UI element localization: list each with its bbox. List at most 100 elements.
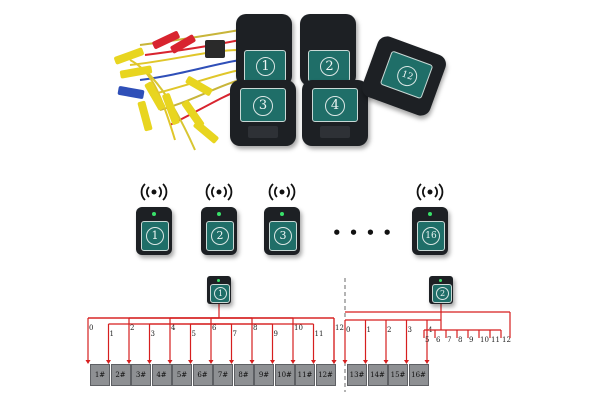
module-box-2: 2 xyxy=(300,14,356,86)
channel-label: 9 xyxy=(274,330,278,338)
wire-arrow xyxy=(311,360,316,364)
wire-arrow xyxy=(383,360,389,364)
receiver-module: 1 xyxy=(207,276,231,304)
status-led xyxy=(217,212,221,216)
status-led xyxy=(152,212,156,216)
wire-arrow xyxy=(424,360,430,364)
wireless-signal-icon xyxy=(416,183,444,201)
battery-cell: 16# xyxy=(408,364,429,386)
battery-cell: 8# xyxy=(233,364,254,386)
wire-arrow xyxy=(342,360,348,364)
module-label: 2 xyxy=(206,221,234,251)
channel-label: 0 xyxy=(89,324,93,332)
module-number: 1 xyxy=(146,227,164,245)
wire-arrow xyxy=(208,360,214,364)
battery-cell: 12# xyxy=(315,364,336,386)
channel-label: 5 xyxy=(425,336,429,344)
wire-arrow xyxy=(167,360,173,364)
channel-label: 11 xyxy=(315,330,324,338)
wire-arrow xyxy=(106,360,111,364)
wireless-module: 16 xyxy=(412,207,448,255)
channel-label: 5 xyxy=(192,330,196,338)
wireless-signal-icon xyxy=(140,183,168,201)
channel-label: 10 xyxy=(294,324,303,332)
module-number: 1 xyxy=(256,57,275,76)
battery-cell: 10# xyxy=(274,364,295,386)
wire-arrow xyxy=(363,360,368,364)
module-label: 3 xyxy=(269,221,297,251)
module-box-3: 3 xyxy=(230,80,296,146)
wire-arrow xyxy=(85,360,91,364)
module-label: 2 xyxy=(308,50,350,82)
battery-cell: 13# xyxy=(347,364,367,386)
wire-arrow xyxy=(249,360,255,364)
channel-label: 3 xyxy=(151,330,155,338)
status-led xyxy=(428,212,432,216)
battery-cell: 5# xyxy=(172,364,192,386)
channel-label: 0 xyxy=(346,326,350,334)
status-led xyxy=(217,279,220,282)
wireless-signal-icon xyxy=(205,183,233,201)
channel-label: 8 xyxy=(253,324,257,332)
wire-arrow xyxy=(270,360,275,364)
module-label: 1 xyxy=(210,284,230,303)
battery-cell: 1# xyxy=(90,364,110,386)
channel-label: 2 xyxy=(387,326,391,334)
channel-label: 2 xyxy=(130,324,134,332)
db-connector xyxy=(248,126,278,138)
channel-label: 4 xyxy=(171,324,176,332)
status-led xyxy=(280,212,284,216)
battery-cell: 6# xyxy=(192,364,213,386)
battery-cell: 3# xyxy=(131,364,151,386)
module-label: 1 xyxy=(141,221,169,251)
wire-arrow xyxy=(126,360,132,364)
module-label: 4 xyxy=(312,88,358,122)
battery-cell: 14# xyxy=(367,364,388,386)
module-number: 1 xyxy=(214,287,227,300)
battery-cell: 9# xyxy=(254,364,274,386)
wire-arrow xyxy=(404,360,409,364)
channel-label: 1 xyxy=(367,326,371,334)
channel-label: 7 xyxy=(233,330,237,338)
module-number: 3 xyxy=(274,227,292,245)
wire-arrow xyxy=(147,360,152,364)
module-number: 2 xyxy=(320,57,339,76)
wireless-signal-icon xyxy=(268,183,296,201)
channel-label: 1 xyxy=(110,330,114,338)
wireless-module: 3 xyxy=(264,207,300,255)
module-kit-photo: 1 2 3 4 12 xyxy=(100,0,500,170)
channel-label: 10 xyxy=(480,336,489,344)
channel-label: 11 xyxy=(491,336,500,344)
channel-label: 12 xyxy=(502,336,511,344)
battery-cell: 2# xyxy=(110,364,131,386)
module-number: 16 xyxy=(422,227,440,245)
wireless-module: 2 xyxy=(201,207,237,255)
wire-arrow xyxy=(229,360,234,364)
battery-cell: 4# xyxy=(151,364,172,386)
wire-arrow xyxy=(188,360,193,364)
channel-label: 7 xyxy=(447,336,451,344)
module-label: 16 xyxy=(417,221,445,251)
db-connector xyxy=(320,126,350,138)
module-number: 2 xyxy=(211,227,229,245)
channel-label: 12 xyxy=(335,324,344,332)
module-label: 2 xyxy=(432,284,452,303)
channel-label: 9 xyxy=(469,336,473,344)
module-number: 4 xyxy=(325,96,345,116)
channel-label: 8 xyxy=(458,336,462,344)
receiver-module: 2 xyxy=(429,276,453,304)
module-label: 3 xyxy=(240,88,286,122)
battery-cell: 11# xyxy=(295,364,315,386)
battery-cell: 7# xyxy=(213,364,233,386)
channel-label: 6 xyxy=(212,324,217,332)
module-box-4: 4 xyxy=(302,80,368,146)
module-number: 3 xyxy=(253,96,273,116)
channel-label: 6 xyxy=(436,336,441,344)
module-number: 2 xyxy=(436,287,449,300)
channel-label: 3 xyxy=(408,326,412,334)
ellipsis-indicator: • • • • xyxy=(332,224,394,242)
battery-cell: 15# xyxy=(388,364,408,386)
status-led xyxy=(439,279,442,282)
